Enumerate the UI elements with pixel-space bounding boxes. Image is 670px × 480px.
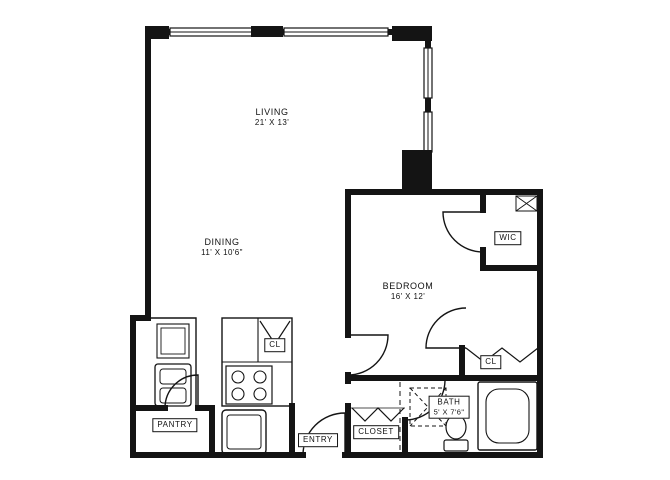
dining-room-dims: 11' X 10'6": [201, 247, 243, 257]
bedroom-label: BEDROOM 16' X 12': [383, 281, 434, 301]
refrigerator: [221, 409, 267, 455]
bedroom-closet-door-arc: [425, 307, 467, 349]
wic-label: WIC: [494, 231, 522, 245]
dining-room-name: DINING: [204, 236, 240, 247]
toilet: [443, 414, 469, 452]
bedroom-closet-label: CL: [480, 355, 502, 369]
wic-door-arc: [442, 211, 484, 253]
kitchen-fixtures: [151, 317, 293, 455]
bedroom-name: BEDROOM: [382, 280, 434, 291]
bath-label: BATH 5' X 7'6": [428, 395, 470, 419]
bedroom-closet-bifold: [465, 347, 539, 363]
windows: [169, 27, 433, 153]
bath-name: BATH: [437, 397, 461, 407]
pantry-label: PANTRY: [152, 418, 198, 432]
living-room-name: LIVING: [255, 106, 289, 117]
exterior-walls: [130, 29, 543, 458]
interior-walls: [130, 189, 543, 458]
bedroom-door-arc: [347, 334, 389, 376]
wall-piers: [145, 26, 432, 194]
kitchen-closet-label: CL: [264, 338, 286, 352]
entry-label: ENTRY: [298, 433, 338, 447]
living-room-dims: 21' X 13': [254, 117, 290, 127]
dining-room-label: DINING 11' X 10'6": [201, 237, 243, 257]
bathtub: [477, 381, 538, 451]
kitchen-sink: [154, 363, 192, 407]
kitchen-counter: [151, 317, 197, 408]
living-room-label: LIVING 21' X 13': [255, 107, 289, 127]
hall-closet-label: CLOSET: [353, 425, 399, 439]
bath-dims: 5' X 7'6": [433, 407, 465, 417]
wic-shelf: [515, 195, 538, 212]
shower-pan-dashed: [409, 387, 447, 427]
stove: [225, 365, 273, 405]
dishwasher: [156, 323, 190, 359]
kitchen-peninsula: [221, 317, 293, 407]
bedroom-dims: 16' X 12': [390, 291, 426, 301]
hall-closet-bifold: [351, 407, 405, 422]
bifold-doors: [259, 320, 539, 422]
